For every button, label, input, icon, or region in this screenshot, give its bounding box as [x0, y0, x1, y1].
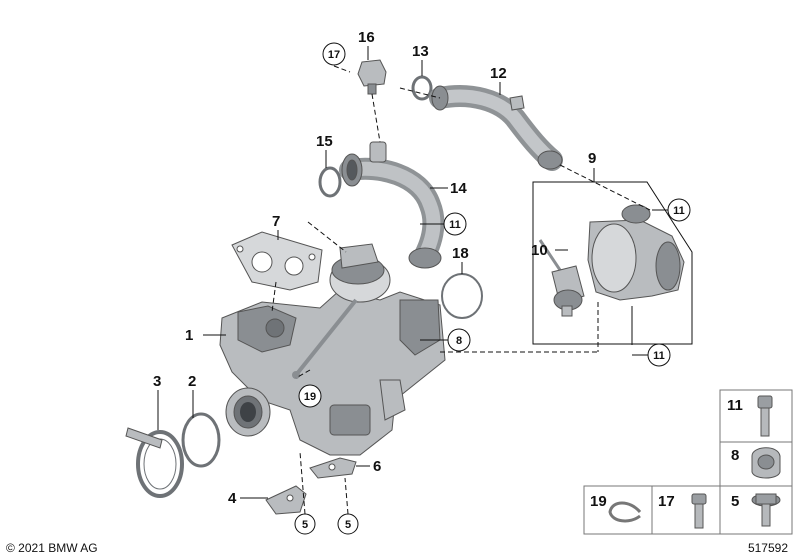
- callout-10: 10: [531, 242, 548, 259]
- callout-19: 19: [304, 391, 316, 403]
- bracket-4-part[interactable]: [265, 485, 307, 515]
- legend-cell-11[interactable]: [719, 389, 793, 443]
- callout-16: 16: [358, 29, 375, 46]
- actuator-rod-part[interactable]: [292, 298, 358, 379]
- bracket-clamp-icon: [751, 447, 781, 479]
- callout-15: 15: [316, 133, 333, 150]
- callout-13: 13: [412, 43, 429, 60]
- bolt-icon: [691, 493, 707, 529]
- legend-label-5: 5: [731, 493, 739, 510]
- callout-17-circle: 17: [322, 42, 346, 66]
- o-ring-13-part[interactable]: [411, 75, 433, 101]
- legend-cell-17[interactable]: [651, 485, 721, 535]
- callout-9: 9: [588, 150, 596, 167]
- gasket-7-part[interactable]: [231, 231, 323, 291]
- callout-4: 4: [228, 490, 237, 507]
- parts-legend: 11 8 5 19 17: [583, 389, 793, 535]
- legend-label-17: 17: [658, 493, 675, 510]
- bracket-6-part[interactable]: [309, 457, 357, 479]
- legend-cell-19[interactable]: [583, 485, 653, 535]
- callout-11c-circle: 11: [647, 343, 671, 367]
- callout-6: 6: [373, 458, 381, 475]
- hex-bolt-flange-icon: [751, 493, 781, 527]
- callout-19-circle: 19: [298, 384, 322, 408]
- turbocharger-part[interactable]: [219, 243, 446, 456]
- callout-14: 14: [450, 180, 467, 197]
- diagram-number: 517592: [747, 541, 788, 555]
- callout-8: 8: [456, 335, 462, 347]
- callout-5b: 5: [345, 519, 351, 531]
- actuator-10-part[interactable]: [538, 239, 585, 317]
- seal-ring-2-part[interactable]: [181, 412, 221, 468]
- leader-lines: [157, 46, 668, 515]
- callout-17: 17: [328, 49, 340, 61]
- callout-3: 3: [153, 373, 161, 390]
- assembly-frame-9: [532, 181, 693, 345]
- throttle-housing-part[interactable]: [587, 204, 685, 301]
- legend-label-19: 19: [590, 493, 607, 510]
- compressor-inlet-part[interactable]: [225, 387, 271, 437]
- bolt-hex-head-icon: [757, 395, 773, 437]
- callout-11a: 11: [449, 219, 461, 231]
- callout-11a-circle: 11: [443, 212, 467, 236]
- legend-label-8: 8: [731, 447, 739, 464]
- callout-7: 7: [272, 213, 280, 230]
- v-band-clamp-3-part[interactable]: [125, 427, 184, 498]
- callout-11b: 11: [673, 205, 685, 217]
- sensor-16-part[interactable]: [357, 59, 387, 95]
- callout-11b-circle: 11: [667, 198, 691, 222]
- callout-18: 18: [452, 245, 469, 262]
- legend-label-11: 11: [727, 397, 743, 414]
- callout-2: 2: [188, 373, 196, 390]
- callout-5a: 5: [302, 519, 308, 531]
- callout-1: 1: [185, 327, 193, 344]
- retaining-clip-icon: [608, 501, 642, 523]
- o-ring-15-part[interactable]: [318, 166, 342, 198]
- o-ring-18-part[interactable]: [441, 273, 483, 319]
- charge-pipe-14-part[interactable]: [339, 141, 445, 269]
- intake-pipe-12-part[interactable]: [429, 85, 563, 171]
- callout-5b-circle: 5: [337, 513, 359, 535]
- callout-5a-circle: 5: [294, 513, 316, 535]
- copyright-text: © 2021 BMW AG: [6, 541, 98, 555]
- callout-11c: 11: [653, 350, 665, 362]
- callout-8-circle: 8: [447, 328, 471, 352]
- callout-12: 12: [490, 65, 507, 82]
